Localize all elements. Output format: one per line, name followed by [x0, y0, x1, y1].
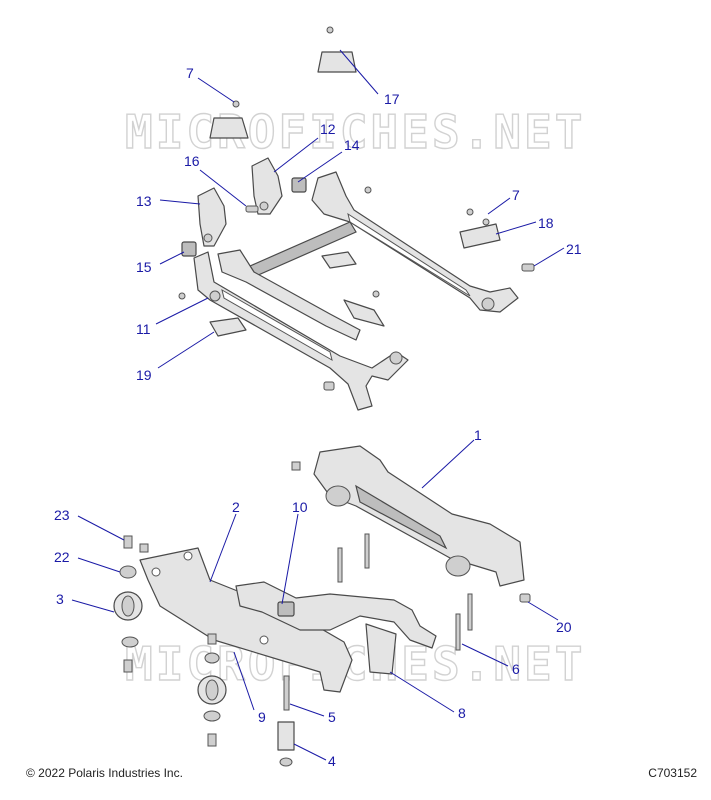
callout-17: 17 [384, 91, 400, 107]
callout-3: 3 [56, 591, 64, 607]
callout-18: 18 [538, 215, 554, 231]
callout-14: 14 [344, 137, 360, 153]
callout-9: 9 [258, 709, 266, 725]
callout-8: 8 [458, 705, 466, 721]
callout-7-top: 7 [186, 65, 194, 81]
watermark-top: MICROFICHES.NET [125, 105, 585, 159]
callout-4: 4 [328, 753, 336, 769]
callout-20: 20 [556, 619, 572, 635]
lower-assembly [113, 445, 531, 767]
latch-icon [197, 187, 227, 247]
callout-13: 13 [136, 193, 152, 209]
copyright-text: © 2022 Polaris Industries Inc. [26, 766, 183, 780]
callouts: 17 7 12 14 16 13 15 7 18 21 11 19 1 2 10… [54, 49, 582, 769]
callout-12: 12 [320, 121, 336, 137]
callout-1: 1 [474, 427, 482, 443]
figure-id: C703152 [648, 766, 697, 780]
callout-22: 22 [54, 549, 70, 565]
callout-5: 5 [328, 709, 336, 725]
callout-10: 10 [292, 499, 308, 515]
callout-19: 19 [136, 367, 152, 383]
callout-2: 2 [232, 499, 240, 515]
spring-icon [291, 177, 307, 193]
bushing-icon [209, 290, 221, 302]
callout-23: 23 [54, 507, 70, 523]
callout-11: 11 [136, 321, 151, 337]
callout-7-right: 7 [512, 187, 520, 203]
upper-assembly [178, 26, 535, 411]
callout-15: 15 [136, 259, 152, 275]
callout-6: 6 [512, 661, 520, 677]
callout-16: 16 [184, 153, 200, 169]
callout-21: 21 [566, 241, 582, 257]
